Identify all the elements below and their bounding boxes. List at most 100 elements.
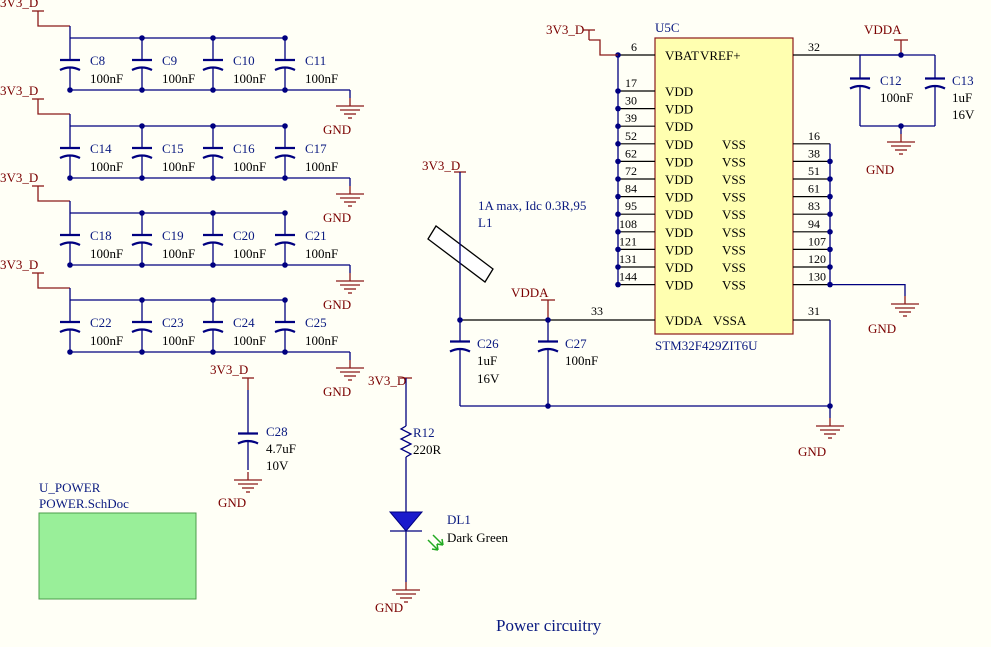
- junction-dot: [139, 87, 145, 93]
- capacitor-value: 100nF: [162, 333, 195, 348]
- junction-dot: [282, 210, 288, 216]
- led-light-arrow: [432, 534, 444, 546]
- junction-dot: [282, 35, 288, 41]
- power-net-label: 3V3_D: [368, 373, 406, 388]
- pin-number: 39: [625, 111, 637, 125]
- capacitor-ref: C10: [233, 53, 255, 68]
- pin-label: VSSA: [713, 313, 747, 328]
- capacitor-value: 100nF: [90, 159, 123, 174]
- power-wire: [37, 198, 70, 202]
- junction-dot: [615, 246, 621, 253]
- junction-dot: [210, 349, 216, 355]
- inductor-ref: L1: [478, 215, 492, 230]
- junction-dot: [210, 87, 216, 93]
- ground-label: GND: [218, 495, 246, 510]
- led-value: Dark Green: [447, 530, 508, 545]
- capacitor-ref: C17: [305, 141, 327, 156]
- capacitor-plate-curved: [274, 328, 296, 333]
- pin-label: VSS: [722, 137, 746, 152]
- capacitor-ref: C24: [233, 315, 255, 330]
- ic-ref: U5C: [655, 20, 680, 35]
- capacitor-plate-curved: [849, 84, 871, 90]
- junction-dot: [139, 262, 145, 268]
- pin-label: VDD: [665, 190, 693, 205]
- pin-number: 144: [619, 270, 637, 284]
- junction-dot: [615, 211, 621, 217]
- pin-number: 31: [808, 304, 820, 318]
- junction-dot: [139, 123, 145, 129]
- junction-dot: [210, 210, 216, 216]
- ground-icon: [815, 417, 845, 439]
- junction-dot: [545, 403, 551, 409]
- pin-label: VREF+: [700, 48, 741, 63]
- ground-label: GND: [323, 122, 351, 137]
- pin-number: 120: [808, 252, 826, 266]
- junction-dot: [67, 87, 73, 93]
- vdda-power-port-top: VDDA: [864, 22, 908, 55]
- ground-label: GND: [323, 210, 351, 225]
- ground-icon: [391, 581, 421, 603]
- junction-dot: [139, 35, 145, 41]
- capacitor-ref: C16: [233, 141, 255, 156]
- capacitor-ref: C9: [162, 53, 177, 68]
- resistor-value: 220R: [413, 442, 442, 457]
- capacitor-value: 1uF: [477, 353, 497, 368]
- power-net-label: 3V3_D: [422, 158, 460, 173]
- ground-label: GND: [375, 600, 403, 615]
- capacitor-ref: C8: [90, 53, 105, 68]
- pin-number: 107: [808, 234, 826, 248]
- capacitor-ref: C28: [266, 424, 288, 439]
- ground-label: GND: [868, 321, 896, 336]
- junction-dot: [67, 349, 73, 355]
- pin-number: 84: [625, 182, 637, 196]
- pin-number: 17: [625, 76, 637, 90]
- capacitor-ref: C20: [233, 228, 255, 243]
- led-light-arrow: [427, 539, 439, 551]
- pin-number: 83: [808, 199, 820, 213]
- capacitor-plate-curved: [59, 328, 81, 333]
- pin-label: VDDA: [665, 313, 703, 328]
- junction-dot: [615, 158, 621, 165]
- capacitor-ref: C13: [952, 73, 974, 88]
- capacitor-plate-curved: [924, 84, 946, 90]
- ground-icon: [233, 471, 263, 493]
- pin-label: VDD: [665, 242, 693, 257]
- capacitor-value: 100nF: [162, 71, 195, 86]
- capacitor-value: 100nF: [162, 246, 195, 261]
- pin-label: VDD: [665, 278, 693, 293]
- capacitor-value: 100nF: [233, 71, 266, 86]
- capacitor-ref: C25: [305, 315, 327, 330]
- ground-symbol: [391, 581, 421, 603]
- ground-symbol: [815, 417, 845, 439]
- wire: [830, 283, 906, 296]
- junction-dot: [282, 87, 288, 93]
- pin-label: VBAT: [665, 48, 699, 63]
- capacitor-ref: C15: [162, 141, 184, 156]
- capacitor-plate-curved: [202, 328, 224, 333]
- ground-label: GND: [323, 297, 351, 312]
- capacitor-ref: C22: [90, 315, 112, 330]
- pin-label: VDD: [665, 119, 693, 134]
- capacitor-plate-curved: [59, 66, 81, 71]
- capacitor-rating: 16V: [952, 107, 975, 122]
- capacitor-plate-curved: [59, 241, 81, 246]
- capacitor-plate-curved: [131, 66, 153, 71]
- capacitor-ref: C19: [162, 228, 184, 243]
- junction-dot: [615, 193, 621, 200]
- capacitor-plate-curved: [237, 439, 259, 445]
- capacitor-plate-curved: [202, 66, 224, 71]
- capacitor-ref: C18: [90, 228, 112, 243]
- capacitor-value: 100nF: [162, 159, 195, 174]
- junction-dot: [282, 262, 288, 268]
- pin-label: VDD: [665, 207, 693, 222]
- power-wire: [37, 23, 70, 27]
